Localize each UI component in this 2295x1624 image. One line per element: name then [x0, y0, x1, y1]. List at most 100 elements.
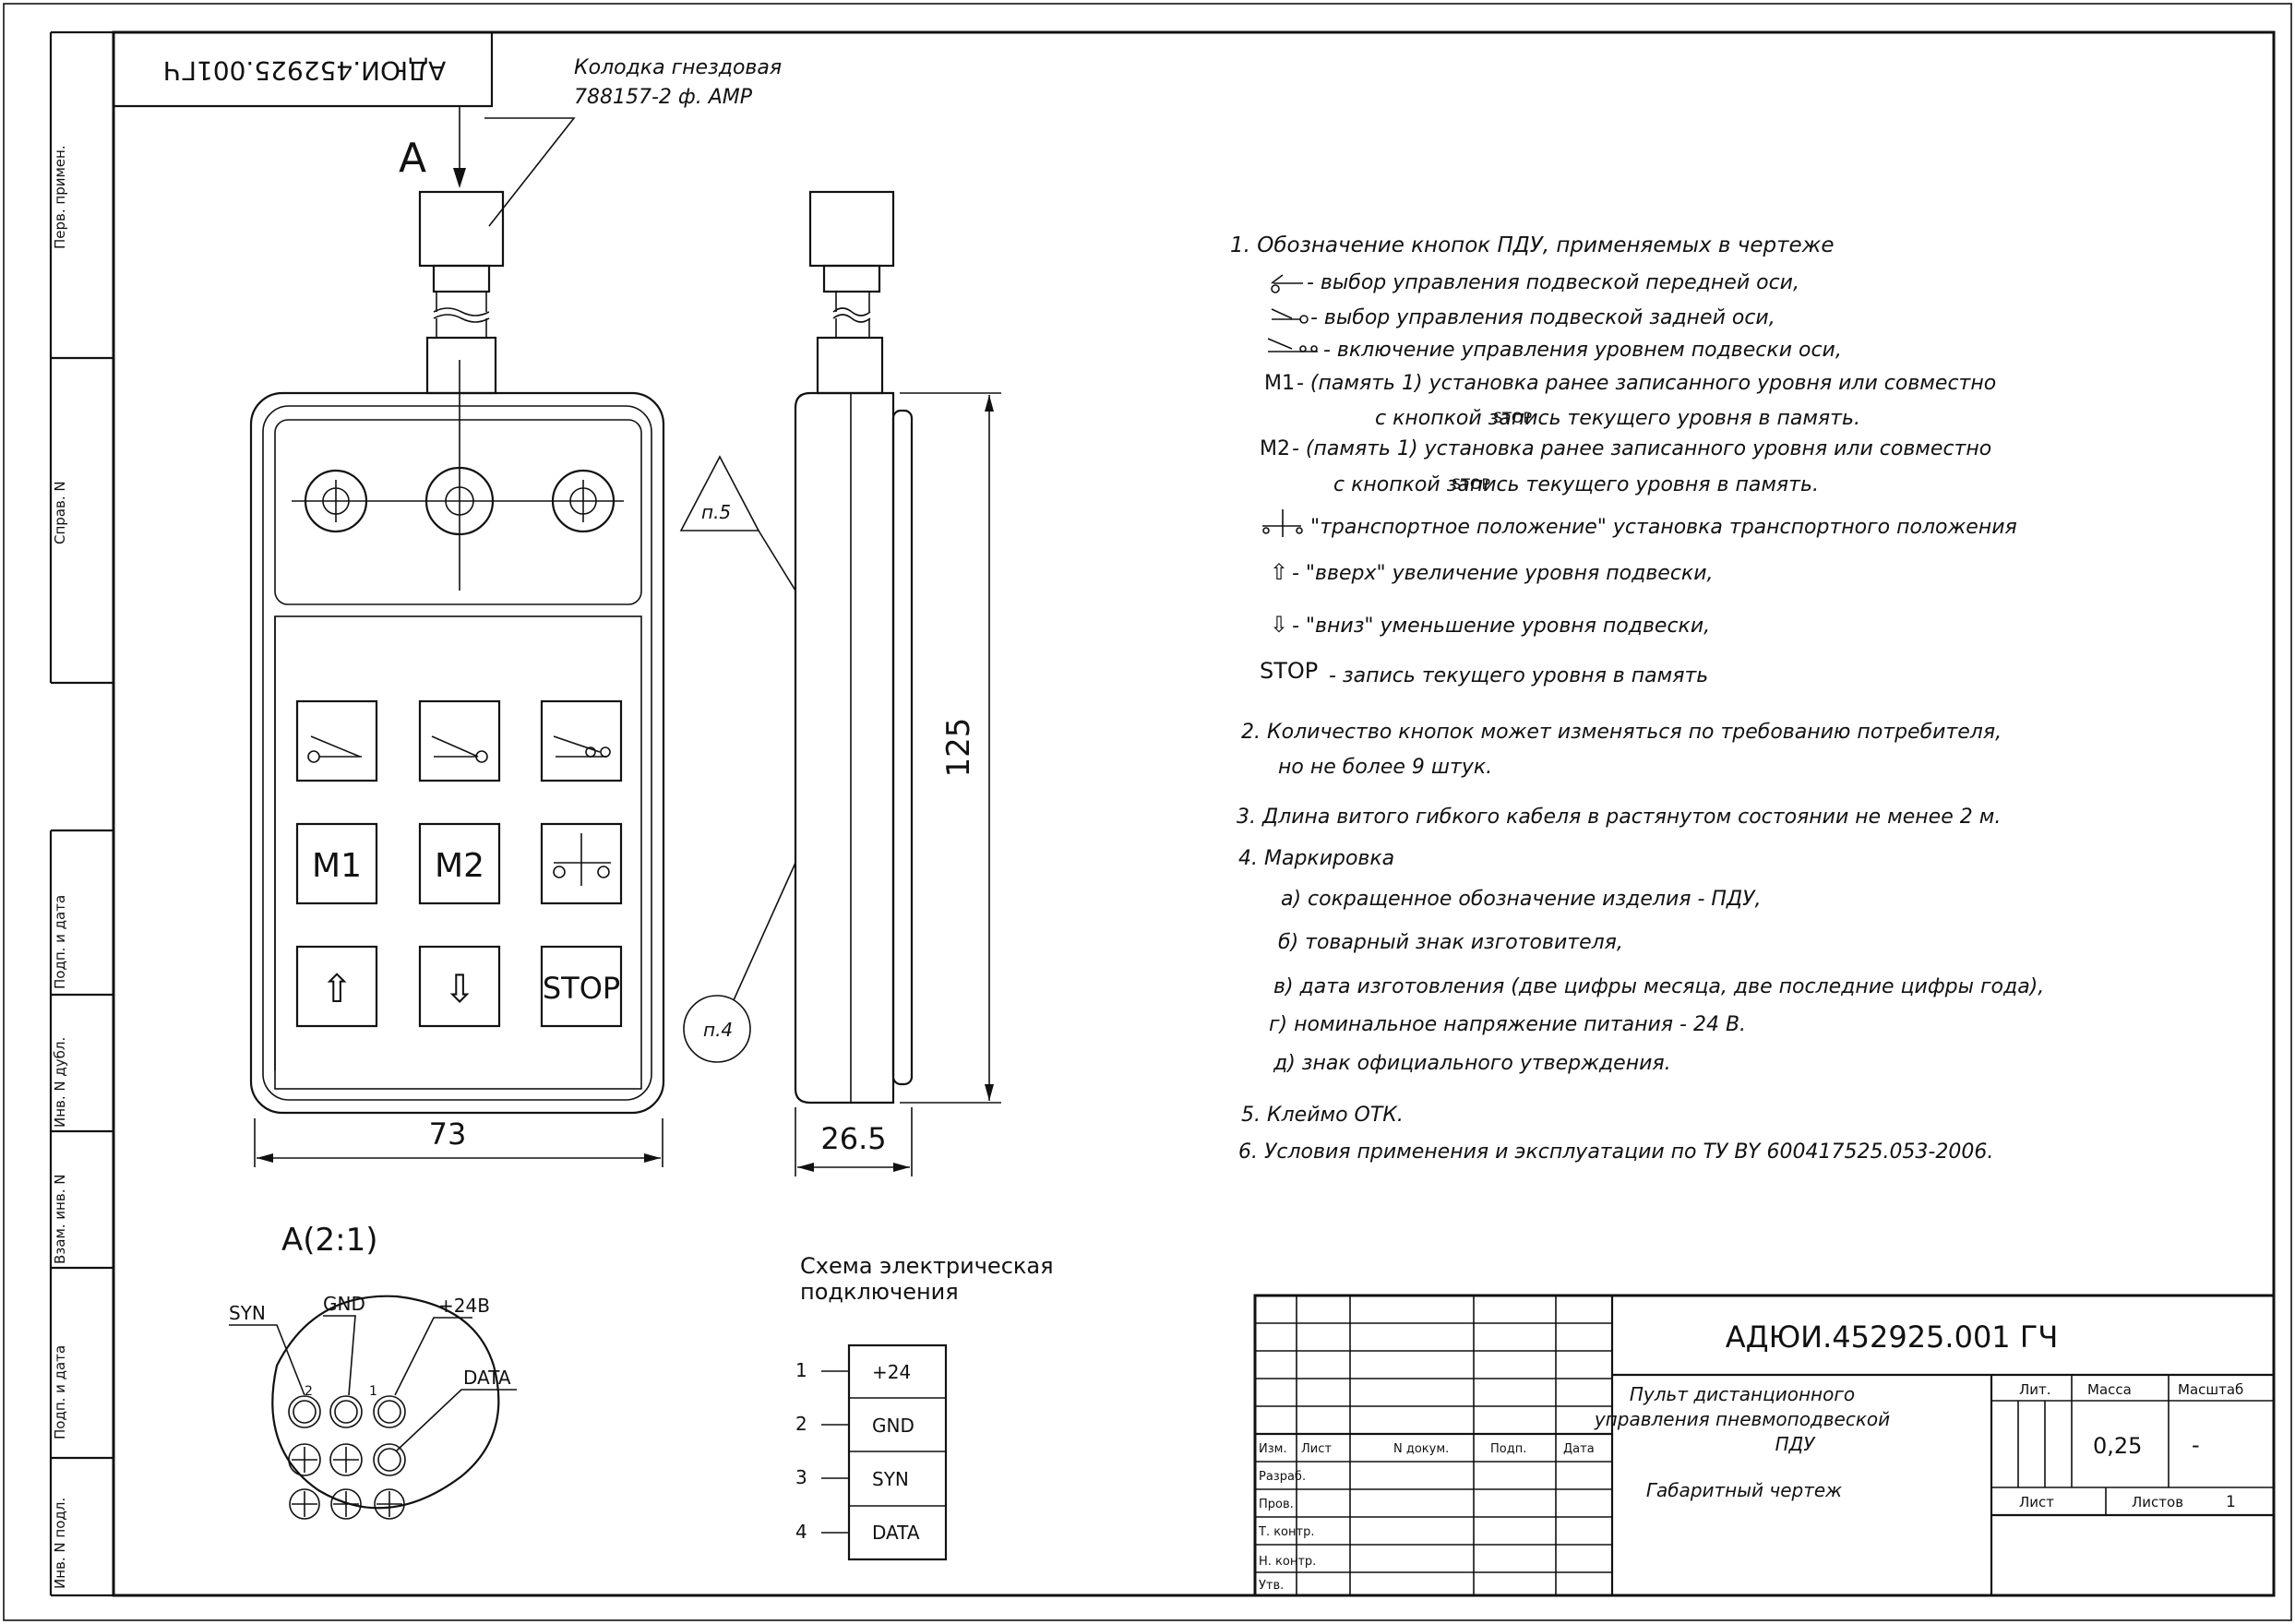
tb-col-doc: N докум.	[1393, 1442, 1449, 1456]
height-dimension: 125	[900, 392, 1001, 1104]
button-transport-position[interactable]	[540, 822, 623, 905]
note-3: 3. Длина витого гибкого кабеля в растяну…	[1237, 806, 2001, 829]
indicator-led	[424, 466, 495, 536]
pin	[288, 1443, 321, 1476]
svg-text:M2: M2	[435, 847, 484, 885]
side-strip: Перв. примен. Справ. N Подп. и дата Инв.…	[49, 30, 114, 1597]
dimension-depth: 26.5	[820, 1121, 886, 1156]
pin-label-data: DATA	[463, 1367, 511, 1389]
inner-frame	[112, 30, 2276, 1597]
tb-col-sign: Подп.	[1490, 1442, 1526, 1456]
tb-nkontr: Н. контр.	[1259, 1555, 1316, 1569]
stop-small: STOP	[1493, 409, 1533, 426]
tb-lit: Лит.	[2019, 1381, 2051, 1398]
tb-tkontr: Т. контр.	[1258, 1525, 1314, 1539]
tb-name-line3: ПДУ	[1775, 1433, 1817, 1455]
button-front-axle[interactable]	[295, 699, 378, 782]
tb-sheets-value: 1	[2226, 1493, 2236, 1511]
side-label: Инв. N дубл.	[52, 1037, 68, 1128]
button-grid: M1 M2 ⇧ ⇩ STOP	[295, 699, 623, 1028]
svg-text:⇧: ⇧	[320, 966, 353, 1011]
note-2b: но не более 9 штук.	[1278, 756, 1492, 779]
indicator-led	[304, 469, 368, 533]
button-stop[interactable]: STOP	[540, 945, 623, 1028]
note-4b: б) товарный знак изготовителя,	[1278, 931, 1623, 954]
tb-scale-value: -	[2192, 1432, 2200, 1458]
svg-text:⇩: ⇩	[443, 966, 475, 1011]
svg-text:п.4: п.4	[703, 1019, 733, 1041]
dimension-width: 73	[429, 1116, 467, 1152]
outer-frame	[3, 3, 2292, 1621]
tb-mass: Масса	[2087, 1381, 2132, 1398]
pin	[374, 1488, 405, 1520]
side-label: Подп. и дата	[52, 895, 68, 989]
note-4: 4. Маркировка	[1238, 847, 1394, 870]
note-6: 6. Условия применения и эксплуатации по …	[1238, 1140, 1993, 1164]
tb-col-date: Дата	[1563, 1442, 1595, 1456]
svg-text:STOP: STOP	[543, 971, 620, 1006]
note-1h: - "вниз" уменьшение уровня подвески,	[1292, 615, 1710, 638]
button-up[interactable]: ⇧	[295, 945, 378, 1028]
tb-mass-value: 0,25	[2093, 1433, 2142, 1459]
svg-text:1: 1	[369, 1384, 377, 1399]
button-rear-axle[interactable]	[418, 699, 501, 782]
side-label: Перв. примен.	[52, 145, 68, 249]
rear-axle-symbol	[1271, 308, 1309, 324]
button-level-control[interactable]	[540, 699, 623, 782]
tb-col-izm: Изм.	[1259, 1442, 1287, 1456]
note-1g: - "вверх" увеличение уровня подвески,	[1292, 562, 1714, 585]
tb-col-list: Лист	[1301, 1442, 1332, 1456]
view-arrow-head	[453, 168, 466, 188]
side-label: Подп. и дата	[52, 1345, 68, 1439]
dimension-height: 125	[940, 718, 977, 778]
note-1d-key: M1	[1264, 372, 1295, 395]
button-m1[interactable]: M1	[295, 822, 378, 905]
transport-symbol	[1262, 509, 1303, 537]
tb-name-line2: управления пневмоподвеской	[1594, 1408, 1890, 1430]
button-m2[interactable]: M2	[418, 822, 501, 905]
electrical-schema: Схема электрическая подключения 1 2 3 4 …	[795, 1253, 1054, 1561]
note-1i-key: STOP	[1260, 658, 1318, 684]
pin	[373, 1443, 406, 1476]
tb-code: АДЮИ.452925.001 ГЧ	[1726, 1320, 2059, 1355]
svg-text:п.5: п.5	[701, 501, 731, 523]
pin-label-plus24: +24В	[438, 1295, 490, 1317]
note-2: 2. Количество кнопок может изменяться по…	[1241, 721, 2002, 744]
note-1e: - (память 1) установка ранее записанного…	[1292, 437, 1991, 460]
front-view-body	[249, 360, 665, 1115]
svg-text:2: 2	[305, 1384, 313, 1399]
callout-connector-line2: 788157-2 ф. AMP	[574, 86, 753, 109]
note-1e2: с кнопкой запись текущего уровня в памят…	[1333, 473, 1819, 496]
note-1b: - выбор управления подвеской задней оси,	[1310, 306, 1775, 329]
button-down[interactable]: ⇩	[418, 945, 501, 1028]
note-1a: - выбор управления подвеской передней ос…	[1307, 271, 1799, 294]
tb-sheets: Листов	[2132, 1494, 2183, 1511]
view-label: A	[399, 135, 426, 182]
note-1e-key: M2	[1260, 437, 1290, 460]
note-4e: д) знак официального утверждения.	[1273, 1052, 1671, 1075]
svg-text:M1: M1	[312, 847, 362, 885]
tb-scale: Масштаб	[2178, 1381, 2243, 1398]
note-4a: а) сокращенное обозначение изделия - ПДУ…	[1281, 888, 1762, 911]
width-dimension: 73	[254, 1116, 663, 1167]
schema-label: +24	[872, 1361, 911, 1383]
top-stamp-box	[112, 30, 494, 108]
pin	[330, 1488, 362, 1520]
up-symbol: ⇧	[1270, 559, 1288, 585]
side-label: Взам. инв. N	[52, 1175, 68, 1264]
notes: 1. Обозначение кнопок ПДУ, применяемых в…	[1230, 233, 2044, 1164]
callout-connector-line1: Колодка гнездовая	[574, 56, 782, 79]
tb-sheet: Лист	[2019, 1494, 2054, 1511]
level-control-symbol	[1267, 338, 1318, 352]
side-label: Справ. N	[52, 481, 68, 544]
callout-leader	[484, 117, 576, 227]
title-block: Изм. Лист N докум. Подп. Дата Разраб. Пр…	[1253, 1294, 2276, 1597]
depth-dimension: 26.5	[795, 1107, 913, 1176]
note-1i: - запись текущего уровня в память	[1329, 664, 1708, 687]
note-1f: "транспортное положение" установка транс…	[1310, 516, 2017, 539]
top-stamp-code: АДЮИ.452925.001ГЧ	[163, 55, 447, 86]
note-1d2: с кнопкой запись текущего уровня в памят…	[1375, 407, 1860, 430]
pin-label-gnd: GND	[323, 1293, 365, 1315]
schema-num: 4	[795, 1521, 807, 1543]
